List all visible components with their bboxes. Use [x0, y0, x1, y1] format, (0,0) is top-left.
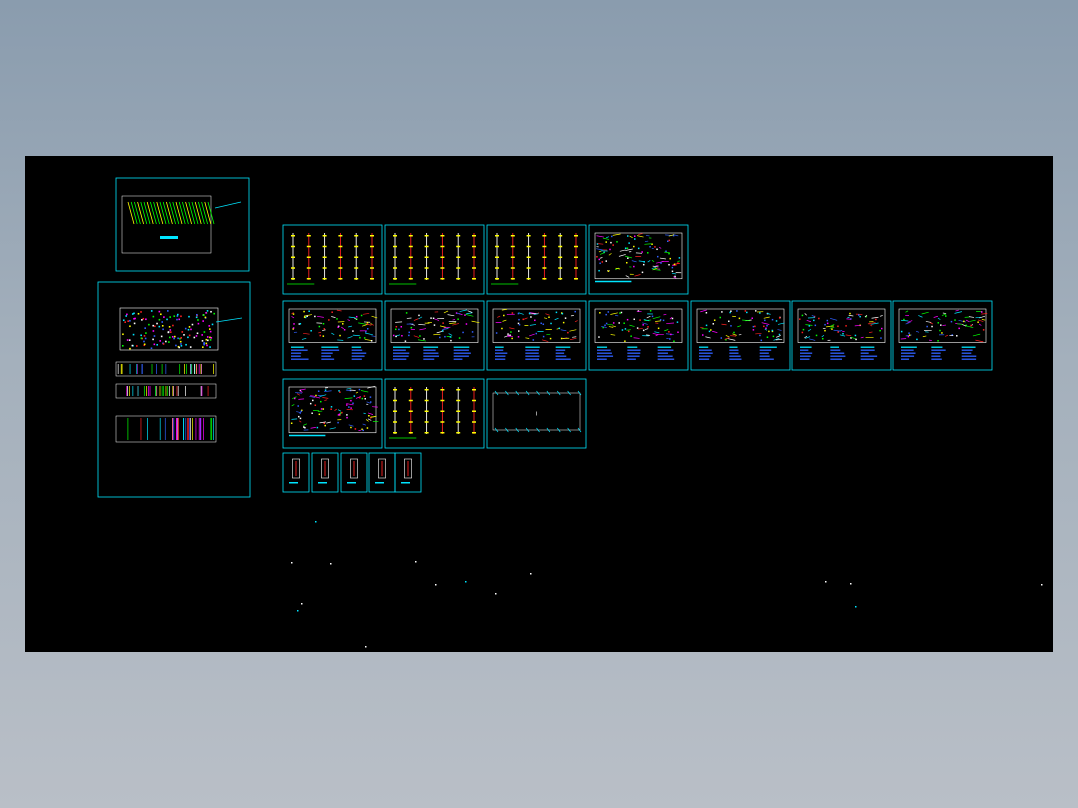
stray-cad-mark: [530, 573, 532, 575]
stray-cad-mark: [495, 593, 497, 595]
stray-cad-mark: [415, 561, 417, 563]
stray-cad-mark: [855, 606, 857, 608]
cad-drawing-canvas[interactable]: [25, 156, 1053, 652]
sheet-r2-6[interactable]: [791, 300, 892, 371]
sheet-r2-4[interactable]: [588, 300, 689, 371]
sheet-site-plan[interactable]: [115, 177, 250, 272]
stray-cad-mark: [330, 563, 332, 565]
sheet-r1-2[interactable]: [384, 224, 485, 295]
stray-cad-mark: [291, 562, 293, 564]
cad-model-viewport[interactable]: [25, 156, 1053, 652]
sheet-r2-3[interactable]: [486, 300, 587, 371]
stray-cad-mark: [435, 584, 437, 586]
sheet-floor-elevations[interactable]: [97, 281, 251, 498]
sheet-r3-2[interactable]: [384, 378, 485, 449]
stray-cad-mark: [297, 610, 299, 612]
sheet-r1-3[interactable]: [486, 224, 587, 295]
stray-cad-mark: [365, 646, 367, 648]
sheet-r2-1[interactable]: [282, 300, 383, 371]
stray-cad-mark: [315, 521, 317, 523]
sheet-r3-3[interactable]: [486, 378, 587, 449]
sheet-r2-7[interactable]: [892, 300, 993, 371]
sheet-r4-1[interactable]: [282, 452, 310, 493]
sheet-r2-5[interactable]: [690, 300, 791, 371]
sheet-r4-2[interactable]: [311, 452, 339, 493]
stray-cad-mark: [825, 581, 827, 583]
sheet-r4-4[interactable]: [368, 452, 396, 493]
stray-cad-mark: [465, 581, 467, 583]
sheet-r1-4[interactable]: [588, 224, 689, 295]
sheet-r3-1[interactable]: [282, 378, 383, 449]
sheet-r2-2[interactable]: [384, 300, 485, 371]
stray-cad-mark: [1041, 584, 1043, 586]
sheet-r4-3[interactable]: [340, 452, 368, 493]
stray-cad-mark: [301, 603, 303, 605]
sheet-r4-5[interactable]: [394, 452, 422, 493]
stray-cad-mark: [850, 583, 852, 585]
sheet-r1-1[interactable]: [282, 224, 383, 295]
